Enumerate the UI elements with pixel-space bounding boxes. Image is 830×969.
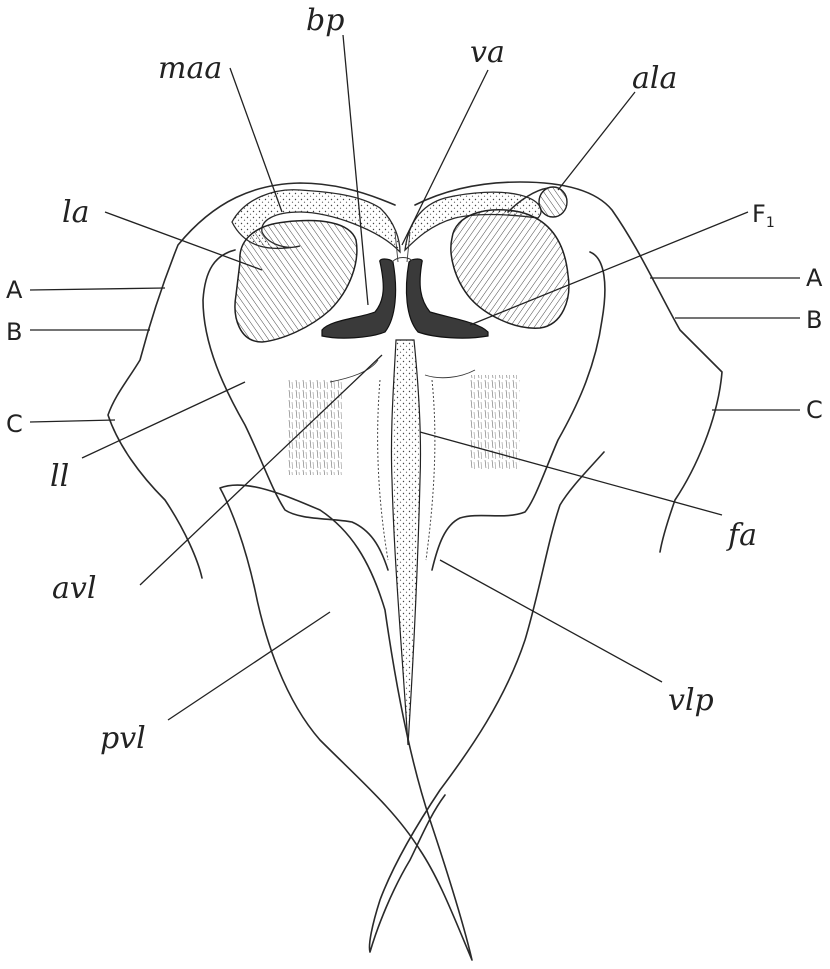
leader-pvl	[168, 612, 330, 720]
label-la: la	[62, 195, 89, 230]
label-va: va	[470, 35, 505, 70]
label-pvl: pvl	[100, 721, 146, 756]
label-maa: maa	[158, 51, 222, 86]
label-fa: fa	[726, 518, 757, 553]
label-vlp: vlp	[668, 683, 714, 718]
label-avl: avl	[52, 571, 96, 606]
ala-knob	[539, 187, 567, 217]
leader-C-left	[30, 420, 115, 422]
avl-mark-right	[425, 370, 475, 378]
pvl-lobe-left	[220, 485, 472, 960]
leader-avl	[140, 355, 382, 585]
label-C-left: C	[6, 410, 23, 438]
label-A-right: A	[806, 264, 823, 292]
leader-A-left	[30, 288, 165, 290]
label-F1-subscript: 1	[766, 215, 775, 231]
label-ll: ll	[50, 459, 69, 494]
la-muscle-right	[451, 210, 569, 328]
label-A-left: A	[6, 276, 23, 304]
leader-fa	[420, 432, 722, 515]
label-B-right: B	[806, 306, 822, 334]
fa-setae-right	[426, 380, 435, 560]
label-ala: ala	[632, 61, 677, 96]
label-C-right: C	[806, 396, 823, 424]
setae-brush-left	[288, 380, 343, 475]
fa-setae-left	[378, 380, 388, 560]
label-bp: bp	[306, 3, 344, 38]
leader-vlp	[440, 560, 662, 682]
fa-shaft	[391, 340, 420, 745]
leader-ala	[558, 92, 635, 190]
avl-mark-left	[330, 360, 378, 382]
label-F1: F1	[752, 200, 775, 231]
setae-brush-right	[470, 375, 520, 470]
label-B-left: B	[6, 318, 22, 346]
